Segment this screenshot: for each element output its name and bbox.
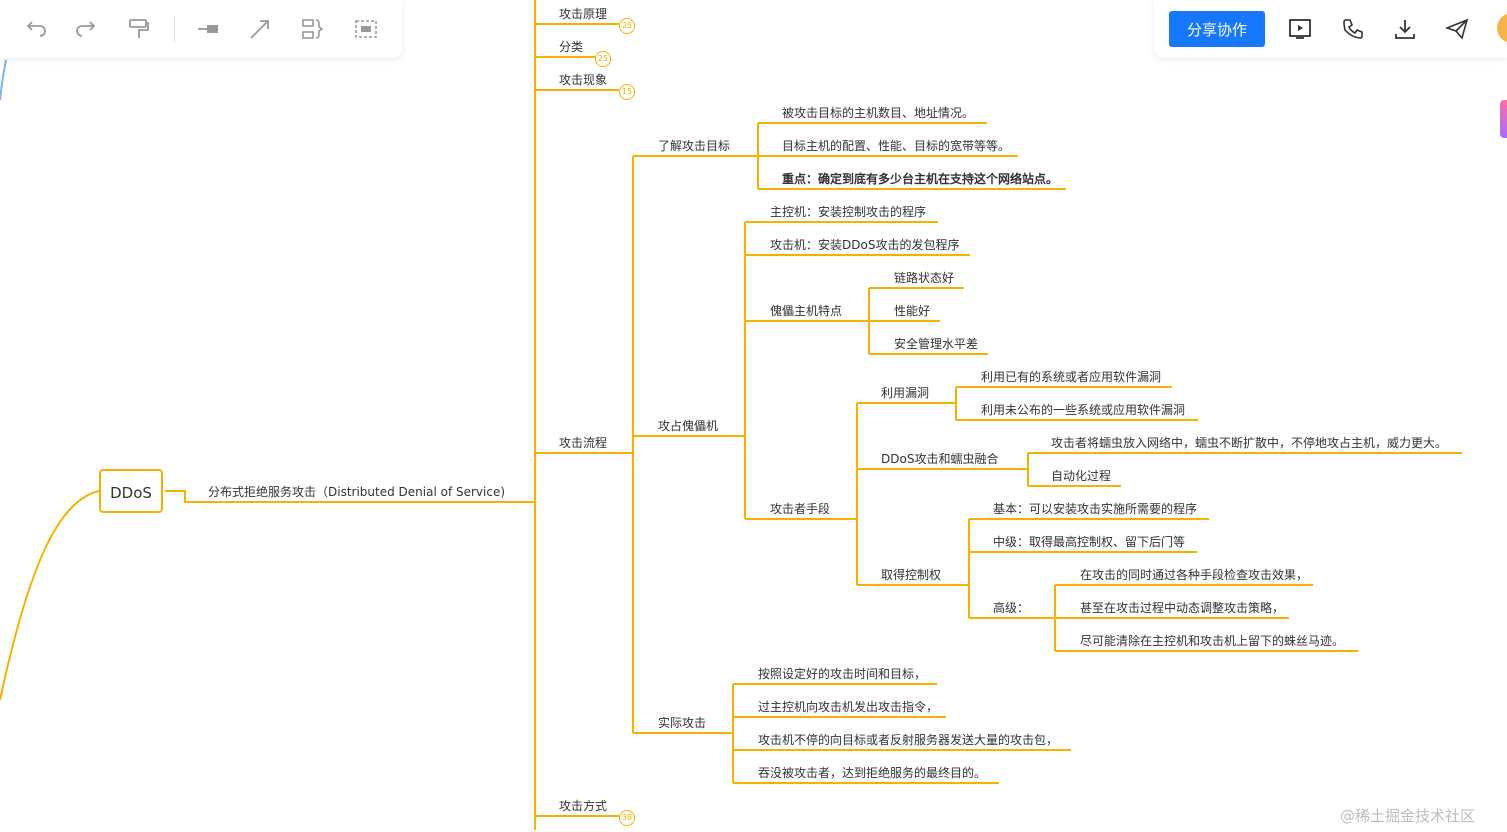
header-actions: 分享协作 — [1154, 0, 1507, 58]
node-leaf[interactable]: 在攻击的同时通过各种手段检查攻击效果， — [1080, 568, 1309, 582]
node-control-advanced[interactable]: 高级： — [993, 601, 1030, 615]
node-exploit[interactable]: 利用漏洞 — [881, 386, 930, 400]
node-actual[interactable]: 实际攻击 — [658, 716, 707, 730]
node-leaf[interactable]: 重点：确定到底有多少台主机在支持这个网络站点。 — [782, 172, 1059, 186]
node-leaf[interactable]: 利用已有的系统或者应用软件漏洞 — [981, 370, 1162, 384]
arrow-icon[interactable] — [249, 18, 271, 40]
node-leaf[interactable]: 性能好 — [894, 304, 931, 318]
boundary-icon[interactable] — [355, 18, 377, 40]
branch-process[interactable]: 攻击流程 — [559, 436, 608, 450]
branch-attack-principle[interactable]: 攻击原理 — [559, 7, 608, 21]
format-painter-icon[interactable] — [128, 18, 150, 40]
phone-icon[interactable] — [1341, 17, 1365, 41]
node-leaf[interactable]: 甚至在攻击过程中动态调整攻击策略， — [1080, 601, 1285, 615]
node-leaf[interactable]: 目标主机的配置、性能、目标的宽带等等。 — [782, 139, 1011, 153]
collapsed-count-badge[interactable]: 25 — [595, 51, 611, 67]
node-leaf[interactable]: 利用未公布的一些系统或应用软件漏洞 — [981, 403, 1186, 417]
node-leaf[interactable]: 攻击者将蠕虫放入网络中，蠕虫不断扩散中，不停地攻占主机，威力更大。 — [1051, 436, 1448, 450]
root-node[interactable]: DDoS — [99, 469, 163, 513]
node-leaf[interactable]: 尽可能清除在主控机和攻击机上留下的蛛丝马迹。 — [1080, 634, 1345, 648]
node-leaf[interactable]: 攻击机不停的向目标或者反射服务器发送大量的攻击包， — [758, 733, 1059, 747]
node-occupy[interactable]: 攻占傀儡机 — [658, 419, 719, 433]
send-icon[interactable] — [1445, 17, 1469, 41]
node-attacker-machine[interactable]: 攻击机：安装DDoS攻击的发包程序 — [770, 238, 960, 252]
download-icon[interactable] — [1393, 17, 1417, 41]
node-leaf[interactable]: 吞没被攻击者，达到拒绝服务的最终目的。 — [758, 766, 987, 780]
node-zombie-features[interactable]: 傀儡主机特点 — [770, 304, 843, 318]
collapsed-count-badge[interactable]: 38 — [619, 810, 635, 826]
node-master[interactable]: 主控机：安装控制攻击的程序 — [770, 205, 927, 219]
node-leaf[interactable]: 安全管理水平差 — [894, 337, 979, 351]
node-control[interactable]: 取得控制权 — [881, 568, 942, 582]
collapsed-count-badge[interactable]: 25 — [619, 18, 635, 34]
avatar[interactable] — [1497, 13, 1507, 43]
connector-icon[interactable] — [197, 18, 219, 40]
branch-category[interactable]: 分类 — [559, 40, 584, 54]
share-collab-button[interactable]: 分享协作 — [1169, 11, 1265, 47]
node-leaf[interactable]: 链路状态好 — [894, 271, 955, 285]
undo-icon[interactable] — [24, 18, 46, 40]
node-leaf[interactable]: 中级：取得最高控制权、留下后门等 — [993, 535, 1186, 549]
collapsed-count-badge[interactable]: 15 — [619, 84, 635, 100]
present-icon[interactable] — [1288, 17, 1312, 41]
node-leaf[interactable]: 自动化过程 — [1051, 469, 1112, 483]
node-leaf[interactable]: 按照设定好的攻击时间和目标， — [758, 667, 927, 681]
toolbar-divider — [174, 16, 175, 42]
side-panel-tab[interactable] — [1500, 100, 1507, 138]
watermark: @稀土掘金技术社区 — [1340, 807, 1476, 825]
node-leaf[interactable]: 过主控机向攻击机发出攻击指令， — [758, 700, 939, 714]
node-know-target[interactable]: 了解攻击目标 — [658, 139, 731, 153]
node-worm[interactable]: DDoS攻击和蠕虫融合 — [881, 452, 999, 466]
redo-icon[interactable] — [76, 18, 98, 40]
branch-phenomenon[interactable]: 攻击现象 — [559, 73, 608, 87]
node-leaf[interactable]: 被攻击目标的主机数目、地址情况。 — [782, 106, 975, 120]
node-leaf[interactable]: 基本：可以安装攻击实施所需要的程序 — [993, 502, 1198, 516]
node-means[interactable]: 攻击者手段 — [770, 502, 831, 516]
edit-toolbar — [0, 0, 402, 58]
branch-method[interactable]: 攻击方式 — [559, 799, 608, 813]
summary-icon[interactable] — [302, 18, 324, 40]
level1-node[interactable]: 分布式拒绝服务攻击（Distributed Denial of Service) — [208, 485, 506, 499]
